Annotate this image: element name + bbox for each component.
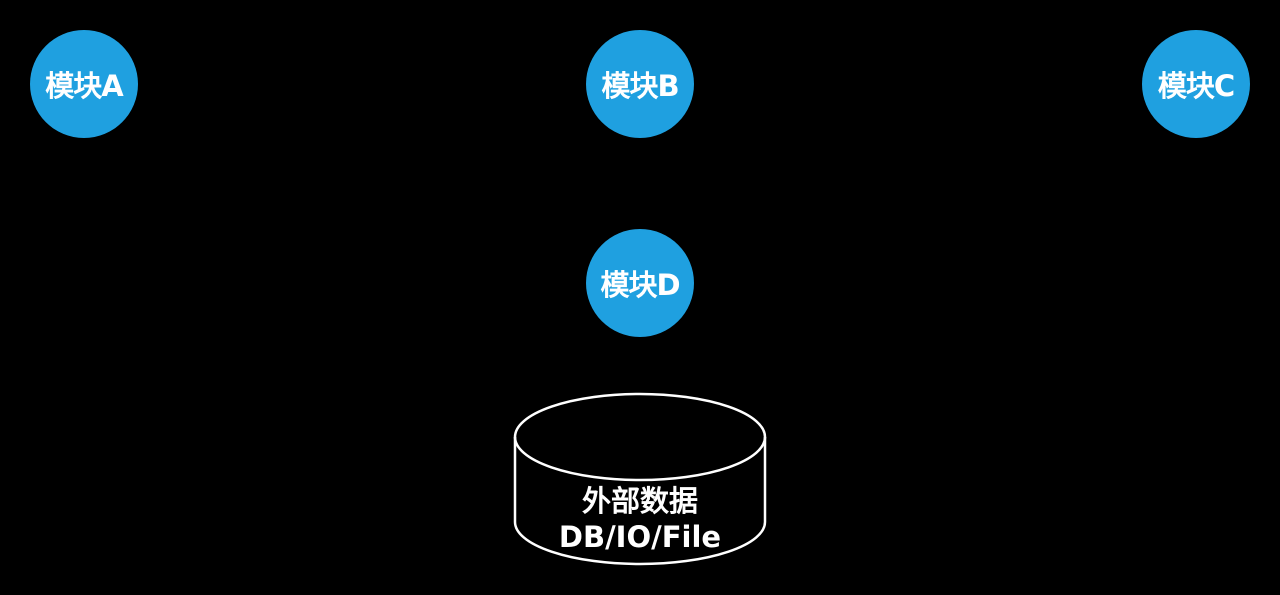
cylinder-body	[513, 437, 767, 566]
module-b-node: 模块B	[586, 30, 694, 138]
module-c-node: 模块C	[1142, 30, 1250, 138]
module-b-label: 模块B	[601, 69, 679, 103]
cylinder-top	[513, 392, 767, 482]
module-d-label: 模块D	[600, 268, 680, 302]
database-subtitle: DB/IO/File	[558, 520, 722, 554]
database-title: 外部数据	[581, 484, 698, 518]
module-a-node: 模块A	[30, 30, 138, 138]
module-d-node: 模块D	[586, 229, 694, 337]
module-a-label: 模块A	[45, 69, 123, 103]
module-c-label: 模块C	[1157, 69, 1235, 103]
